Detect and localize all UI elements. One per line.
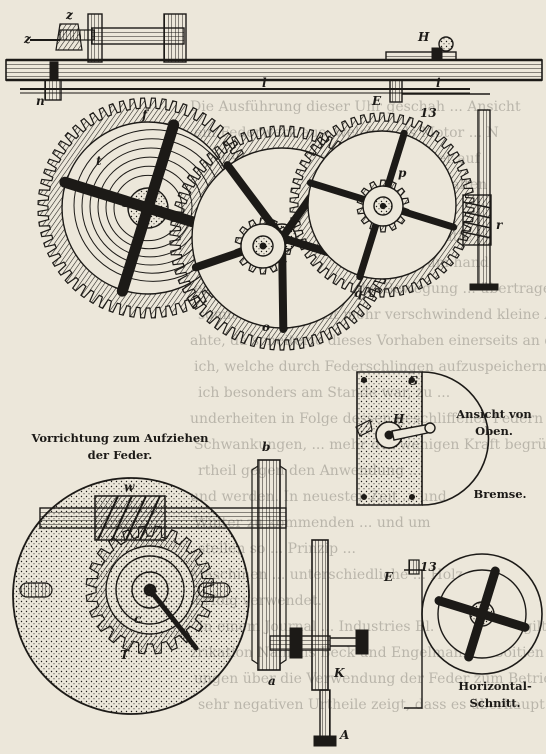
caption-brake: Bremse. (473, 487, 527, 501)
section-wheel (421, 553, 543, 675)
label-t2: T (120, 648, 129, 662)
label-p: p (398, 166, 407, 180)
spring-barrel-disc (12, 477, 250, 715)
label-a2: A (340, 728, 350, 742)
edge-gear-k (311, 539, 329, 691)
frame-bar (5, 59, 543, 81)
pinion-middle (234, 217, 292, 275)
label-s: S (122, 196, 131, 210)
label-f: f (142, 108, 148, 122)
winding-mechanism (12, 477, 287, 715)
label-h2: H (393, 412, 405, 426)
label-e: E (372, 94, 382, 108)
section-wheel-frame (404, 559, 423, 709)
label-g: G (408, 374, 419, 388)
label-c: c (134, 612, 142, 626)
worm-z (55, 23, 83, 51)
label-e2: E (384, 570, 394, 584)
label-l: l (262, 76, 267, 90)
edge-gear-b (257, 459, 281, 671)
worm-r (462, 194, 492, 246)
label-b: b (262, 440, 271, 454)
post-n (44, 79, 62, 101)
label-o: o (262, 320, 271, 334)
label-h: H (418, 30, 430, 44)
lever-h (385, 51, 457, 61)
label-13b: 13 (420, 560, 437, 574)
label-i: i (436, 76, 441, 90)
top-frame-assembly (5, 13, 543, 291)
bleed-line: sehr negativen Urtheile zeigt, dass es ü… (198, 697, 546, 713)
label-r: r (496, 218, 503, 232)
side-elevation (251, 459, 369, 747)
label-w: w (124, 480, 135, 494)
pinion-right (356, 179, 410, 233)
label-z1: z (66, 8, 73, 22)
label-z2: z (24, 32, 31, 46)
label-q: q (354, 286, 363, 300)
label-13: 13 (420, 106, 437, 120)
caption-section: Horizontal-Schnitt. (458, 679, 532, 710)
bleed-line: Die Ausführung dieser Uhr geschah ... An… (190, 99, 521, 115)
label-a: a (268, 674, 276, 688)
bleed-line: ungen über die Verwendung der Feder zum … (194, 671, 546, 687)
shaft-a (319, 689, 331, 739)
label-n: n (36, 94, 45, 108)
post-e (389, 79, 403, 103)
bleed-line: ich, welche durch Federschlingen aufzusp… (194, 359, 546, 375)
label-t: t (96, 154, 102, 168)
label-k: K (334, 666, 345, 680)
brake-plate (355, 371, 490, 506)
